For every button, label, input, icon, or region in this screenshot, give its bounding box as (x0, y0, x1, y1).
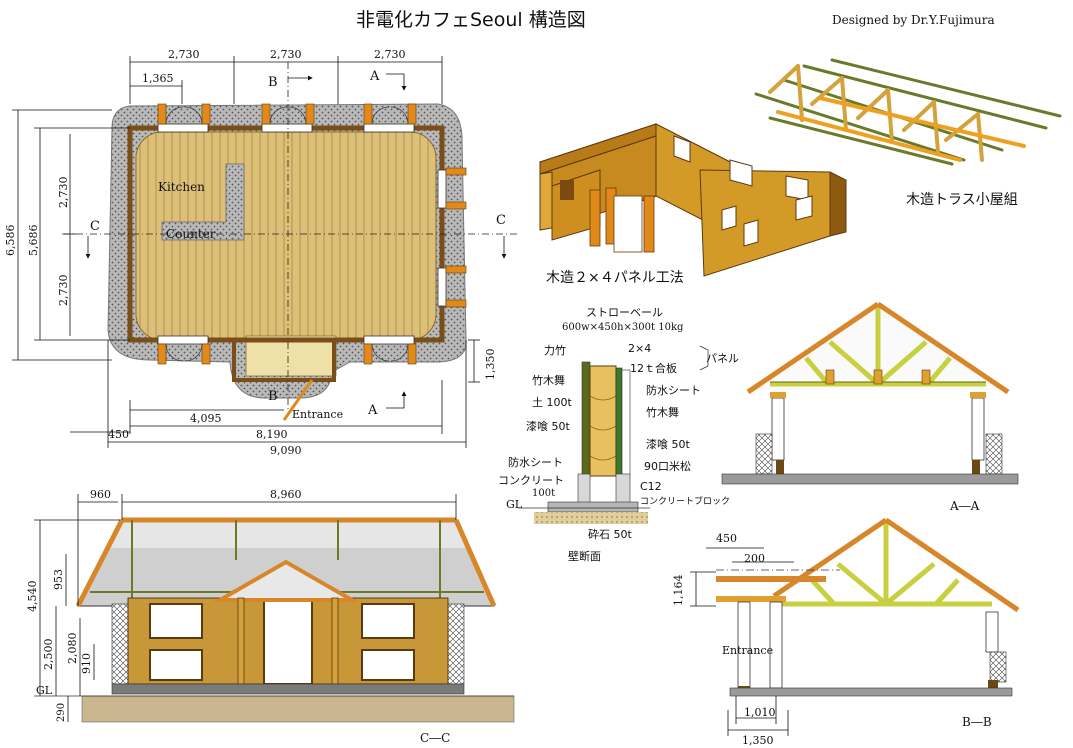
section-mark-a-top: A (369, 69, 380, 84)
dim-c-960: 960 (90, 488, 111, 501)
section-mark-b-bottom: B (268, 389, 278, 404)
wall-section-caption: 壁断面 (568, 549, 601, 563)
plan-kitchen-counter (161, 163, 245, 241)
plan-entrance-frame (232, 338, 336, 382)
wall-label-panel: パネル (706, 352, 739, 365)
plan-window (437, 267, 447, 307)
dim-c-8960: 8,960 (270, 488, 302, 501)
section-a-a: A―A (721, 301, 1019, 513)
dim-top-sub: 1,365 (142, 72, 174, 85)
dim-c-2500: 2,500 (42, 639, 55, 671)
dim-b-450: 450 (716, 532, 737, 545)
straw-bale-spec: 600w×450h×300t 10kg (562, 322, 684, 333)
panel-caption: 木造２×４パネル工法 (546, 270, 684, 286)
wall-label-plaster-right: 漆喰 50t (646, 437, 690, 451)
wall-label-concrete-thick: 100t (532, 488, 555, 499)
dim-bottom-1: 4,095 (190, 412, 222, 425)
plan-window (437, 169, 447, 209)
dim-left-upper: 2,730 (57, 177, 70, 209)
drawing-title: 非電化カフェSeoul 構造図 (356, 9, 586, 31)
section-b-entrance: Entrance (722, 644, 773, 657)
plan-window (363, 123, 415, 133)
plan-entrance-door (282, 379, 314, 421)
wall-label-c12: C12 (640, 480, 662, 493)
wall-label-gravel: 砕石 50t (588, 527, 632, 541)
wall-label-2x4: 2×4 (628, 342, 651, 355)
dim-left-outer: 6,586 (4, 225, 17, 257)
wall-label-takekomai-right: 竹木舞 (646, 405, 679, 419)
dim-c-910: 910 (80, 653, 93, 674)
wall-label-plywood: 12ｔ合板 (630, 361, 677, 375)
dim-left-inner: 5,686 (27, 225, 40, 257)
wall-label-waterproof-right: 防水シート (646, 383, 701, 397)
plan-entrance-floor (245, 335, 337, 377)
plan-window (157, 123, 209, 133)
dim-left-lower: 2,730 (57, 275, 70, 307)
entrance-label: Entrance (292, 408, 343, 421)
wall-label-plaster-left: 漆喰 50t (526, 419, 570, 433)
section-b-b: Entrance 450 200 1,164 1,010 1,350 B―B (672, 517, 1020, 747)
panel-3d-view: 木造２×４パネル工法 (538, 123, 847, 286)
section-mark-c-left: C (90, 219, 100, 234)
plan-window (363, 335, 415, 345)
section-mark-c-right: C (496, 213, 506, 228)
wall-label-takekomai-left: 竹木舞 (532, 373, 565, 387)
dim-right: 1,350 (484, 349, 497, 381)
dim-top-1: 2,730 (168, 48, 200, 61)
wall-gl-label: GL (506, 498, 523, 511)
straw-bale-label: ストローベール (586, 306, 663, 319)
section-a-caption: A―A (949, 499, 980, 513)
counter-label: Counter (166, 227, 216, 241)
section-mark-b-top: B (268, 75, 278, 90)
wall-section-detail: ストローベール 600w×450h×300t 10kg 力竹 竹木舞 土 100… (498, 306, 739, 563)
dim-bottom-2: 8,190 (256, 428, 288, 441)
wall-label-waterproof-left: 防水シート (508, 455, 563, 469)
plan-window (261, 123, 313, 133)
truss-3d-view: 木造トラス小屋組 (754, 58, 1062, 208)
dim-b-1010: 1,010 (744, 706, 776, 719)
dim-bottom-3: 9,090 (270, 444, 302, 457)
elevation-caption: C―C (420, 731, 450, 745)
wall-label-concrete-block: コンクリートブロック (640, 495, 730, 507)
dim-b-200: 200 (744, 552, 765, 565)
truss-caption: 木造トラス小屋組 (906, 192, 1018, 208)
designer-credit: Designed by Dr.Y.Fujimura (832, 13, 995, 27)
dim-c-290: 290 (56, 703, 67, 722)
elevation-c-c: 960 8,960 4,540 953 2,500 2,080 910 290 … (26, 488, 515, 745)
dim-bottom-offset: 450 (108, 428, 129, 441)
wall-label-douglas-fir: 90口米松 (644, 459, 691, 473)
dim-b-1164: 1,164 (672, 575, 685, 607)
dim-c-953: 953 (52, 569, 65, 590)
kitchen-label: Kitchen (158, 180, 205, 194)
dim-c-2080: 2,080 (66, 633, 79, 665)
dim-b-1350: 1,350 (742, 734, 774, 747)
elevation-gl-label: GL (36, 684, 53, 697)
plan-window (157, 335, 209, 345)
wall-label-earth: 土 100t (532, 396, 572, 409)
dim-top-2: 2,730 (270, 48, 302, 61)
wall-label-concrete: コンクリート (498, 474, 564, 487)
wall-label-chikara-dake: 力竹 (544, 343, 566, 357)
dim-c-4540: 4,540 (26, 581, 39, 613)
dim-top-3: 2,730 (374, 48, 406, 61)
floor-plan: Kitchen Counter Entrance B B A A C C 2,7… (4, 48, 520, 457)
section-mark-a-bottom: A (367, 403, 378, 418)
section-b-caption: B―B (962, 715, 992, 729)
